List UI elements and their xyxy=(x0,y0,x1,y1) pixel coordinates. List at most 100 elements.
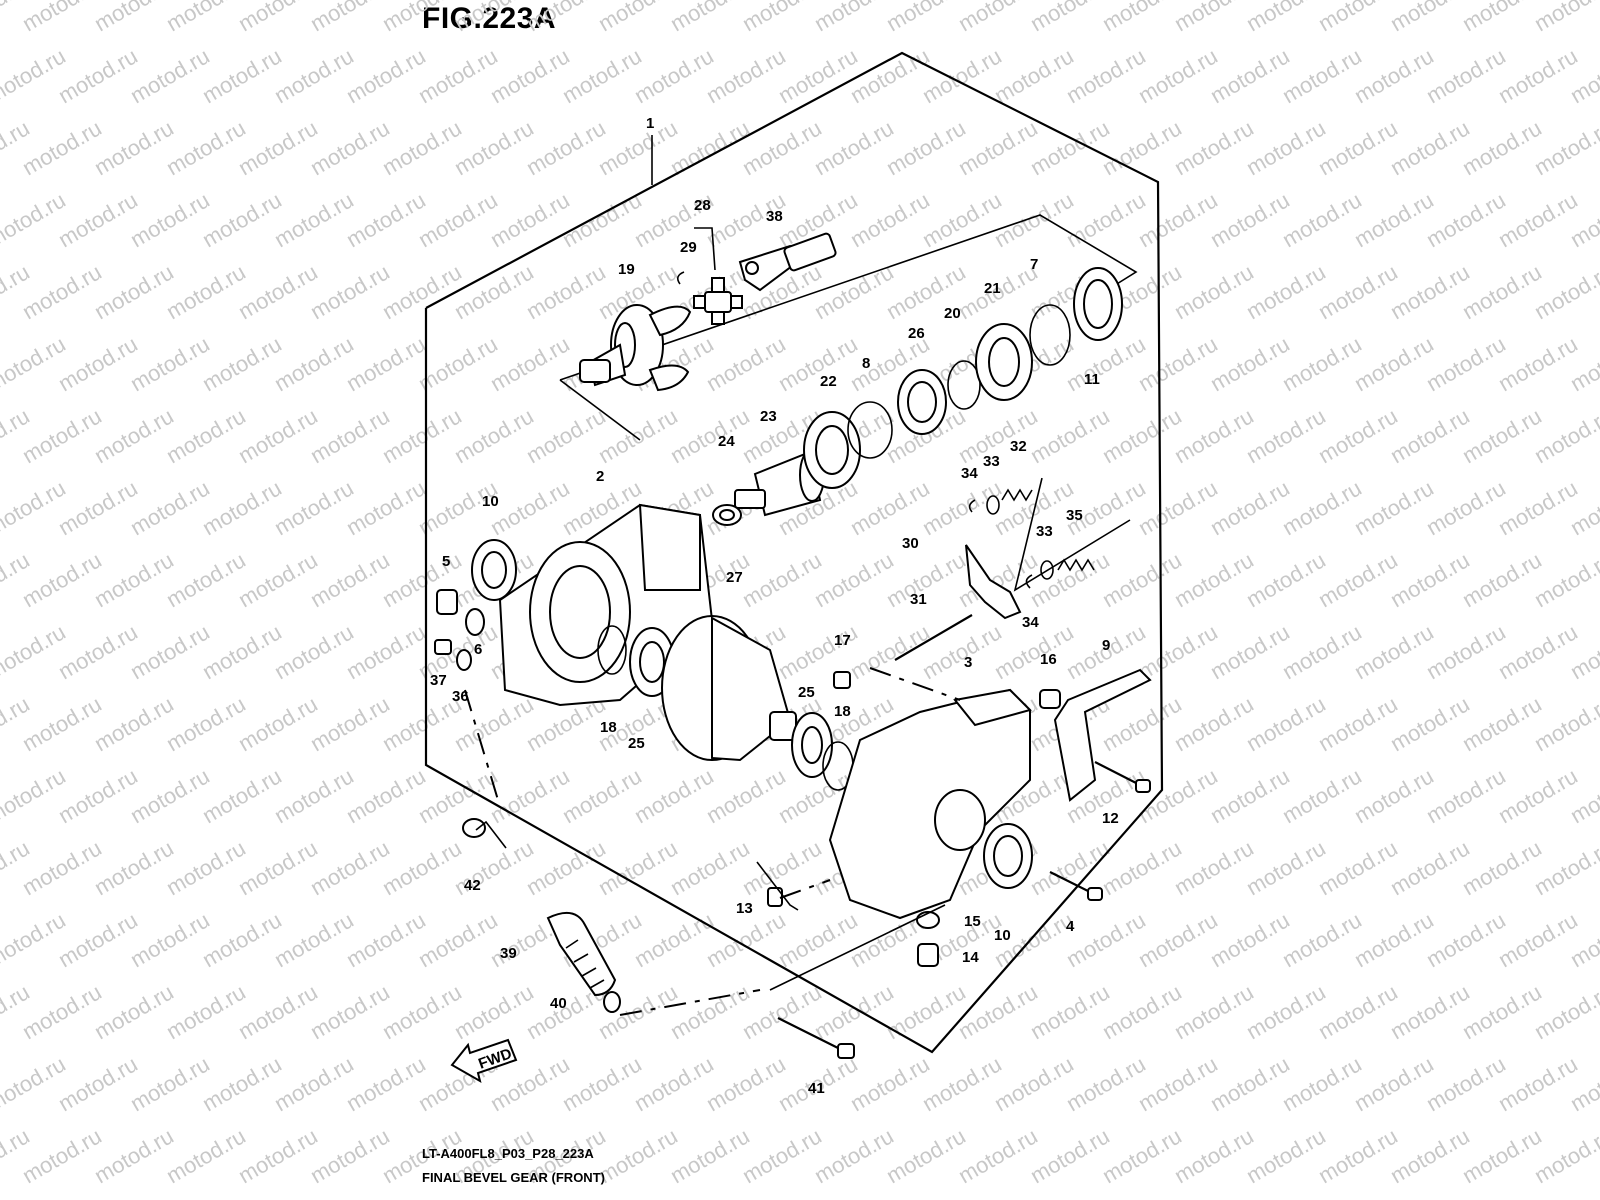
figure-title: FIG.223A xyxy=(422,2,557,35)
circlip-8-part xyxy=(847,401,893,459)
watermark-text: motod.ru xyxy=(162,115,250,180)
watermark-text: motod.ru xyxy=(198,187,286,252)
watermark-text: motod.ru xyxy=(306,979,394,1044)
watermark-text: motod.ru xyxy=(882,1123,970,1188)
callout-c24: 24 xyxy=(718,433,735,450)
watermark-text: motod.ru xyxy=(1494,763,1582,828)
watermark-text: motod.ru xyxy=(1062,1051,1150,1116)
watermark-text: motod.ru xyxy=(846,1195,934,1200)
watermark-text: motod.ru xyxy=(1386,259,1474,324)
watermark-text: motod.ru xyxy=(90,1123,178,1188)
watermark-text: motod.ru xyxy=(918,1051,1006,1116)
watermark-text: motod.ru xyxy=(162,691,250,756)
callout-c8: 8 xyxy=(862,355,870,372)
watermark-text: motod.ru xyxy=(1530,115,1600,180)
watermark-text: motod.ru xyxy=(1494,1195,1582,1200)
watermark-text: motod.ru xyxy=(1458,835,1546,900)
watermark-text: motod.ru xyxy=(1314,547,1402,612)
watermark-text: motod.ru xyxy=(990,187,1078,252)
watermark-text: motod.ru xyxy=(18,259,106,324)
watermark-text: motod.ru xyxy=(630,43,718,108)
watermark-text: motod.ru xyxy=(1206,43,1294,108)
watermark-text: motod.ru xyxy=(198,907,286,972)
watermark-text: motod.ru xyxy=(1278,331,1366,396)
callout-c20: 20 xyxy=(944,305,961,322)
watermark-text: motod.ru xyxy=(1530,1123,1600,1188)
watermark-text: motod.ru xyxy=(738,547,826,612)
callout-c2: 2 xyxy=(596,468,604,485)
watermark-text: motod.ru xyxy=(0,43,70,108)
watermark-text: motod.ru xyxy=(1206,1195,1294,1200)
yoke-shaft-part xyxy=(738,232,837,292)
watermark-text: motod.ru xyxy=(666,403,754,468)
watermark-text: motod.ru xyxy=(990,1195,1078,1200)
watermark-text: motod.ru xyxy=(810,1123,898,1188)
watermark-text: motod.ru xyxy=(1134,187,1222,252)
watermark-text: motod.ru xyxy=(342,907,430,972)
callout-c15: 15 xyxy=(964,913,981,930)
watermark-text: motod.ru xyxy=(342,619,430,684)
watermark-text: motod.ru xyxy=(54,43,142,108)
watermark-text: motod.ru xyxy=(486,763,574,828)
watermark-text: motod.ru xyxy=(1422,331,1510,396)
callout-c36: 36 xyxy=(452,688,469,705)
watermark-text: motod.ru xyxy=(342,475,430,540)
watermark-text: motod.ru xyxy=(1458,691,1546,756)
watermark-text: motod.ru xyxy=(54,619,142,684)
watermark-text: motod.ru xyxy=(846,475,934,540)
watermark-text: motod.ru xyxy=(1170,691,1258,756)
watermark-text: motod.ru xyxy=(1422,907,1510,972)
washer-33-part xyxy=(986,495,1000,515)
watermark-text: motod.ru xyxy=(1026,115,1114,180)
watermark-text: motod.ru xyxy=(1314,259,1402,324)
watermark-text: motod.ru xyxy=(990,475,1078,540)
watermark-text: motod.ru xyxy=(1242,691,1330,756)
watermark-text: motod.ru xyxy=(666,115,754,180)
watermark-text: motod.ru xyxy=(90,115,178,180)
bolt-41-part xyxy=(777,1017,855,1059)
watermark-text: motod.ru xyxy=(450,259,538,324)
oil-seal-10-right-part xyxy=(983,823,1033,889)
plug-14-part xyxy=(917,943,939,967)
watermark-text: motod.ru xyxy=(486,1195,574,1200)
watermark-text: motod.ru xyxy=(1134,1195,1222,1200)
oil-seal-10-left-part xyxy=(471,539,517,601)
watermark-text: motod.ru xyxy=(1458,115,1546,180)
watermark-text: motod.ru xyxy=(234,691,322,756)
watermark-text: motod.ru xyxy=(1278,907,1366,972)
watermark-text: motod.ru xyxy=(1422,763,1510,828)
watermark-text: motod.ru xyxy=(0,331,70,396)
watermark-text: motod.ru xyxy=(1494,331,1582,396)
watermark-text: motod.ru xyxy=(594,1123,682,1188)
callout-c19: 19 xyxy=(618,261,635,278)
watermark-text: motod.ru xyxy=(126,619,214,684)
watermark-text: motod.ru xyxy=(522,115,610,180)
watermark-text: motod.ru xyxy=(1206,619,1294,684)
watermark-text: motod.ru xyxy=(1494,43,1582,108)
watermark-text: motod.ru xyxy=(126,1195,214,1200)
watermark-text: motod.ru xyxy=(198,475,286,540)
washer-36-part xyxy=(456,649,472,671)
watermark-text: motod.ru xyxy=(1026,1123,1114,1188)
watermark-text: motod.ru xyxy=(54,475,142,540)
watermark-text: motod.ru xyxy=(234,115,322,180)
watermark-text: motod.ru xyxy=(1314,1123,1402,1188)
watermark-text: motod.ru xyxy=(414,43,502,108)
watermark-text: motod.ru xyxy=(774,331,862,396)
watermark-text: motod.ru xyxy=(594,115,682,180)
watermark-text: motod.ru xyxy=(378,979,466,1044)
callout-c28: 28 xyxy=(694,197,711,214)
watermark-text: motod.ru xyxy=(18,835,106,900)
watermark-text: motod.ru xyxy=(1062,187,1150,252)
callout-c37: 37 xyxy=(430,672,447,689)
watermark-text: motod.ru xyxy=(1350,619,1438,684)
watermark-text: motod.ru xyxy=(1350,331,1438,396)
watermark-text: motod.ru xyxy=(774,907,862,972)
watermark-text: motod.ru xyxy=(1098,979,1186,1044)
watermark-text: motod.ru xyxy=(234,835,322,900)
watermark-text: motod.ru xyxy=(1458,259,1546,324)
watermark-text: motod.ru xyxy=(1206,187,1294,252)
watermark-text: motod.ru xyxy=(270,1051,358,1116)
watermark-text: motod.ru xyxy=(0,1195,70,1200)
